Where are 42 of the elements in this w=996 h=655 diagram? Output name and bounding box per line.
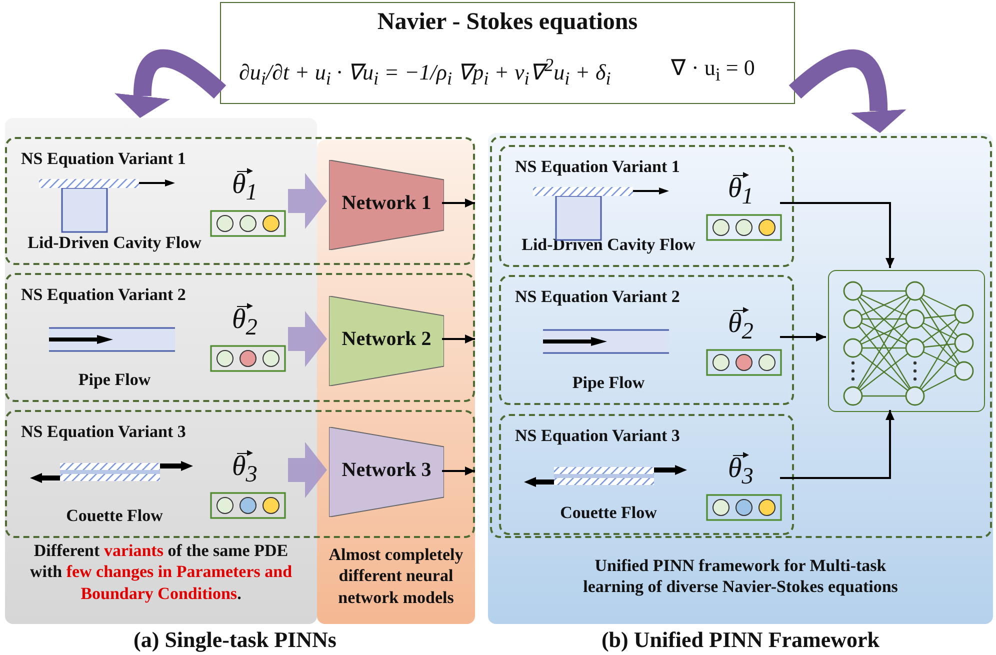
panel-note: Almost completely different neural network models xyxy=(328,544,464,608)
arrow xyxy=(780,202,894,268)
equation: ∇ · u$_{i}$ = 0 xyxy=(671,55,755,86)
variant-heading: NS Equation Variant 1 xyxy=(515,157,680,177)
panel xyxy=(5,118,317,624)
variant-heading: NS Equation Variant 3 xyxy=(515,426,680,446)
flow-name: Couette Flow xyxy=(559,503,658,523)
variant-heading: NS Equation Variant 3 xyxy=(21,422,186,442)
panel-note: Different variants of the same PDE with few changes in Parameters and Boundary Conditions. xyxy=(28,540,294,604)
equation: ∂u$_{i}$/∂t + u$_{i}$ · ∇u$_{i}$ = −1/ρ$_{i}$ ∇p$_{i}$ + v$_{i}$∇$^{2}$u$_{i}$ + δ$_{i}$ xyxy=(239,55,611,90)
arrow xyxy=(442,466,475,476)
flow-name: Pipe Flow xyxy=(77,370,152,390)
panel-note: Unified PINN framework for Multi-task learning of diverse Navier-Stokes equations xyxy=(582,555,899,598)
arrow xyxy=(780,332,826,342)
network-label: Network 1 xyxy=(340,192,432,215)
theta-vector-label: θ$_{1}$ xyxy=(728,172,808,214)
flow-name: Pipe Flow xyxy=(571,373,646,393)
block-arrow xyxy=(288,173,327,229)
dashed-frame xyxy=(499,414,794,535)
variant-heading: NS Equation Variant 2 xyxy=(515,287,680,307)
dashed-frame xyxy=(490,136,992,538)
flow-name: Couette Flow xyxy=(65,506,164,526)
theta-vector-label: θ$_{2}$ xyxy=(728,307,808,349)
panel-caption: (a) Single-task PINNs xyxy=(132,627,338,653)
equation-title: Navier - Stokes equations xyxy=(376,9,639,36)
arrow xyxy=(442,198,475,208)
block-arrow xyxy=(288,442,327,498)
flow-name: Lid-Driven Cavity Flow xyxy=(26,233,202,253)
panel-caption: (b) Unified PINN Framework xyxy=(600,627,881,653)
arrow xyxy=(442,334,475,344)
flow-name: Lid-Driven Cavity Flow xyxy=(520,235,696,255)
panel xyxy=(488,133,993,624)
arrow xyxy=(780,410,894,479)
equation-box xyxy=(220,2,795,104)
block-arrow xyxy=(288,311,327,367)
network-label: Network 3 xyxy=(340,459,432,482)
variant-heading: NS Equation Variant 2 xyxy=(21,285,186,305)
theta-vector-label: θ$_{3}$ xyxy=(728,452,808,494)
variant-heading: NS Equation Variant 1 xyxy=(21,149,186,169)
network-label: Network 2 xyxy=(340,328,432,351)
dashed-frame xyxy=(499,275,794,405)
dashed-frame xyxy=(499,145,794,267)
